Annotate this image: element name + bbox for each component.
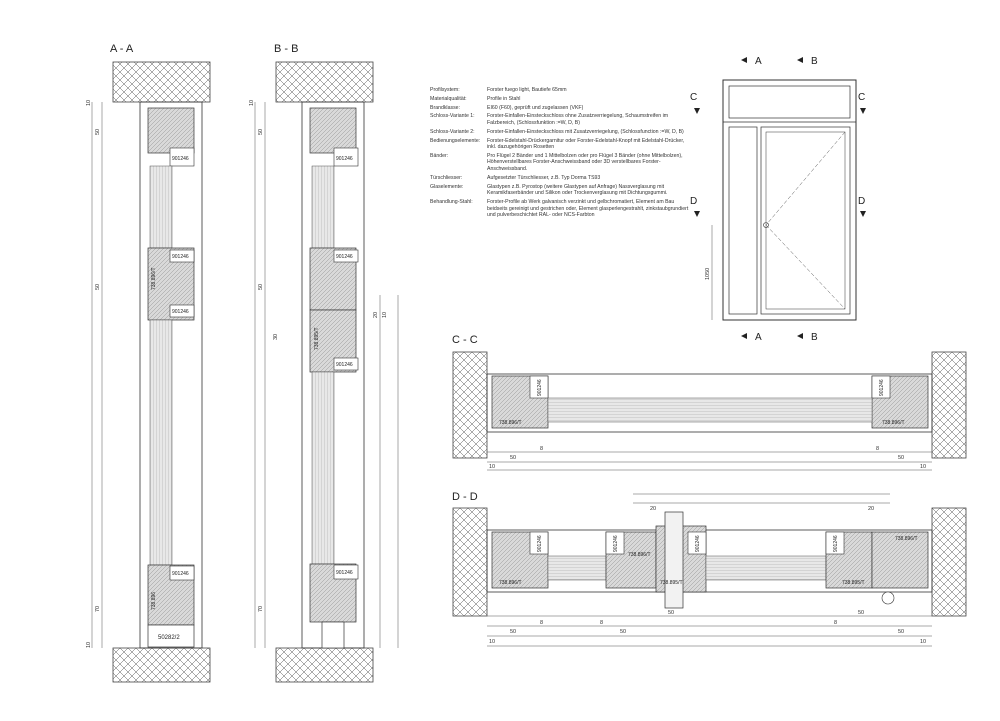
dim-dd-2: 20 [868,506,874,512]
profile-label-dd-8: 738.895/T [842,580,865,586]
section-title-bb: B - B [274,43,298,55]
dim-cc-2: 8 [540,446,543,452]
profile-label-dd-1: 901246 [537,535,543,552]
dim-bb-7: 70 [258,606,264,612]
dim-dd-10: 50 [898,629,904,635]
section-cc: 901246 738.896/T 901246 738.896/T 50 8 8… [452,351,967,471]
marker-d-left: D [690,196,697,207]
profile-label-bb-5: 901246 [336,570,353,576]
profile-label-bb-1: 901246 [336,156,353,162]
marker-b-top: B [811,56,818,67]
profile-label-cc-3: 901246 [879,379,885,396]
marker-a-bottom: A [755,332,762,343]
section-aa: 901246 901246 901246 738.896/T 901246 73… [86,61,211,683]
spec-row-9: Glaselemente:Glastypen z.B. Pyrostop (we… [430,183,668,197]
dim-dd-8: 50 [858,610,864,616]
dim-bb-3: 10 [249,100,255,106]
dim-aa-1: 10 [86,100,92,106]
dim-aa-2: 50 [95,129,101,135]
dim-dd-9: 8 [834,620,837,626]
profile-label-dd-3: 901246 [613,535,619,552]
profile-label-aa-6: 738.896 [151,592,157,610]
profile-label-dd-7: 901246 [833,535,839,552]
marker-d-right: D [858,196,865,207]
section-dd: 901246 738.896/T 901246 738.896/T 901246… [452,493,967,647]
profile-label-bb-4: 738.895/T [314,327,320,350]
dim-cc-6: 10 [920,464,926,470]
spec-row-6: Bedienungselemente:Forster-Edelstahl-Drü… [430,137,685,151]
profile-label-aa-2: 901246 [172,254,189,260]
section-title-cc: C - C [452,334,478,346]
marker-c-right: C [858,92,865,103]
spec-row-4: Schloss-Variante 1:Forster-Einfallen-Ein… [430,113,669,126]
spec-row-7: Bänder:Pro Flügel 2 Bänder und 1 Mittelb… [430,152,683,173]
profile-label-cc-2: 738.896/T [499,420,522,426]
spec-row-2: Materialqualität:Profile in Stahl [430,95,521,102]
profile-label-aa-1: 901246 [172,156,189,162]
section-title-dd: D - D [452,491,478,503]
marker-a-top: A [755,56,762,67]
profile-label-dd-6: 738.895/T [660,580,683,586]
profile-label-bb-2: 901246 [336,254,353,260]
dim-cc-1: 50 [510,455,516,461]
dim-dd-11: 10 [489,639,495,645]
profile-label-cc-4: 738.896/T [882,420,905,426]
dim-aa-4: 70 [95,606,101,612]
dim-bb-6: 30 [273,334,279,340]
profile-label-aa-3: 901246 [172,309,189,315]
profile-label-dd-4: 738.896/T [628,552,651,558]
profile-label-dd-9: 738.896/T [895,536,918,542]
spec-row-10: Behandlung-Stahl:Forster-Profile ab Werk… [430,199,689,219]
dim-bb-1: 20 [373,312,379,318]
dim-dd-1: 20 [650,506,656,512]
dim-bb-5: 50 [258,284,264,290]
marker-b-bottom: B [811,332,818,343]
door-elevation: A B A B C C D D 1050 [690,56,866,343]
dim-cc-3: 8 [876,446,879,452]
profile-label-aa-5: 901246 [172,571,189,577]
dim-dd-3: 50 [510,629,516,635]
profile-label-bb-3: 901246 [336,362,353,368]
dim-cc-4: 50 [898,455,904,461]
dim-dd-6: 50 [620,629,626,635]
dim-dd-12: 10 [920,639,926,645]
dim-height: 1050 [705,268,711,280]
dim-bb-2: 10 [382,312,388,318]
spec-row-1: Profilsystem:Forster fuego light, Bautie… [430,87,567,93]
profile-label-aa-7: 50282/2 [158,635,180,641]
profile-label-dd-5: 901246 [695,535,701,552]
profile-label-dd-2: 738.896/T [499,580,522,586]
section-bb: 901246 901246 901246 738.895/T 901246 20… [249,61,399,683]
spec-row-5: Schloss-Variante 2:Forster-Einfallen-Ein… [430,128,684,135]
dim-cc-5: 10 [489,464,495,470]
section-title-aa: A - A [110,43,134,55]
dim-aa-5: 10 [86,642,92,648]
profile-label-aa-4: 738.896/T [151,267,157,290]
profile-label-cc-1: 901246 [537,379,543,396]
spec-row-8: Türschliesser:Aufgesetzter Türschliesser… [430,174,601,181]
spec-row-3: Brandklasse:EI60 (F60), geprüft und zuge… [430,104,584,111]
dim-dd-5: 8 [600,620,603,626]
dim-dd-4: 8 [540,620,543,626]
specification-table: Profilsystem:Forster fuego light, Bautie… [430,87,690,221]
marker-c-left: C [690,92,697,103]
dim-dd-7: 50 [668,610,674,616]
dim-aa-3: 50 [95,284,101,290]
dim-bb-4: 50 [258,129,264,135]
